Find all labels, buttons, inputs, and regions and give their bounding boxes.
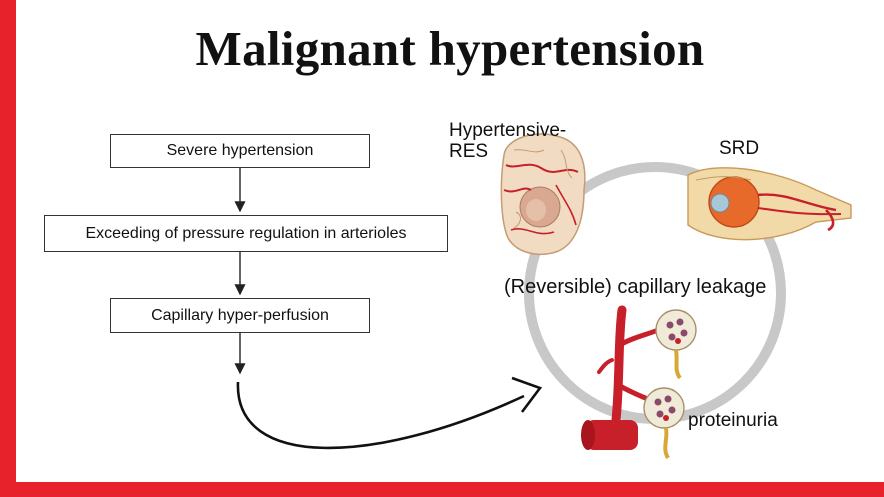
glomerulus-illustration (581, 305, 697, 460)
label-srd: SRD (719, 138, 760, 159)
flow-step-capillary-hyperperfusion: Capillary hyper-perfusion (110, 298, 370, 333)
flow-step-pressure-regulation: Exceeding of pressure regulation in arte… (44, 215, 448, 252)
eye-illustration (687, 167, 852, 241)
brain-illustration (500, 133, 586, 256)
diagram-graphics (234, 133, 852, 460)
curved-arrow-head (511, 376, 543, 413)
label-hypertensive-res: Hypertensive- RES (449, 120, 567, 162)
curved-arrow (236, 381, 525, 450)
page-title: Malignant hypertension (195, 21, 705, 76)
label-capillary-leakage: (Reversible) capillary leakage (504, 276, 767, 298)
flow-step-severe-hypertension: Severe hypertension (110, 134, 370, 168)
label-proteinuria: proteinuria (688, 410, 778, 431)
slide: Malignant hypertension Severe hypertensi… (16, 0, 884, 482)
